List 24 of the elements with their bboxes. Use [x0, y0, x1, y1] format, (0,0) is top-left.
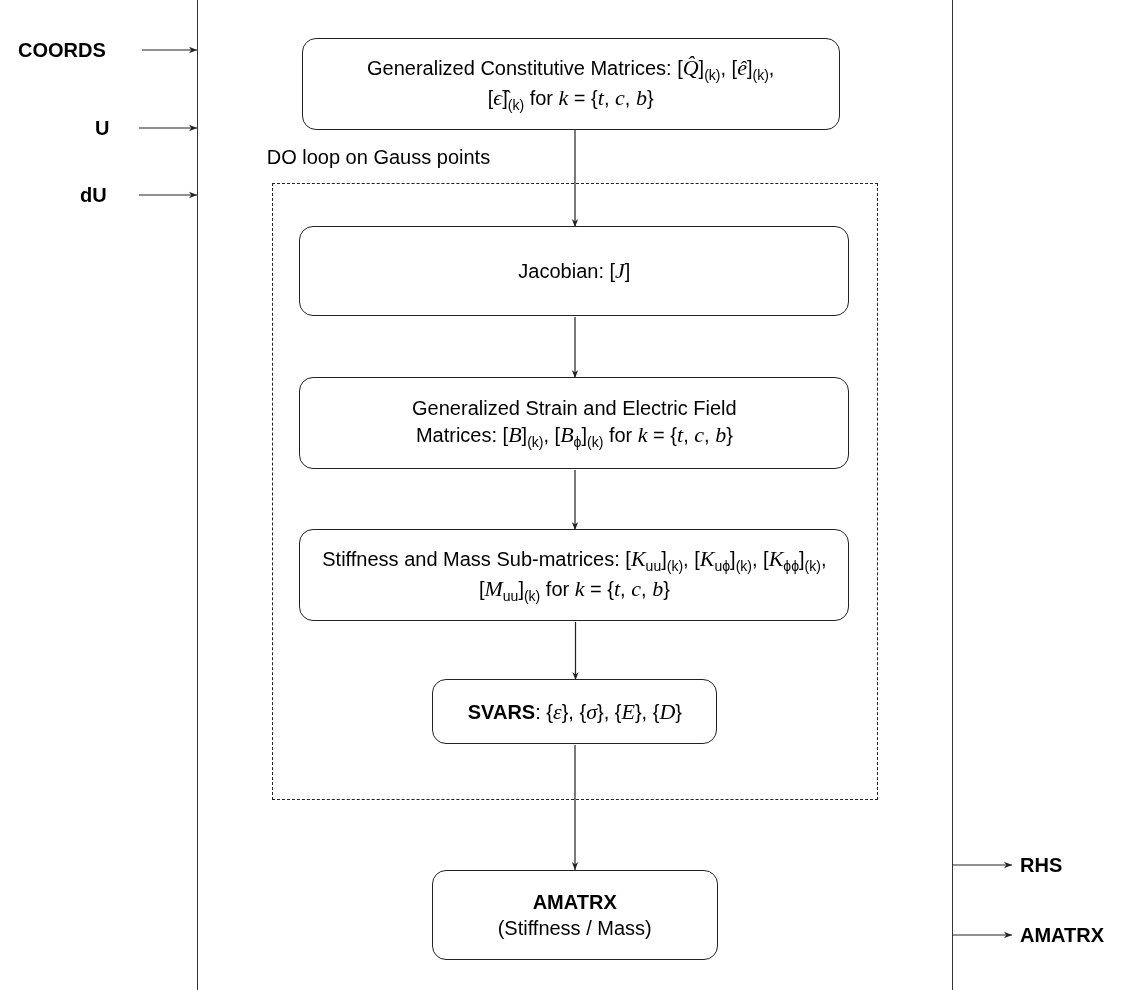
loop-label: DO loop on Gauss points	[266, 144, 491, 170]
arrow	[571, 129, 579, 228]
process-box: Generalized Strain and Electric Field Matrices: [B]$_{(k)}$, [B$_{ϕ}$]$_{(k)}$ for k = {t, c, b}	[299, 377, 850, 470]
process-box: Stiffness and Mass Sub-matrices: [K$_{uu}$]$_{(k)}$, [K$_{uϕ}$]$_{(k)}$, [K$_{ϕϕ}$]$_{(k)}$, [M$_{uu}$]$_{(k)}$ for k = {t, c, b}	[299, 529, 850, 622]
arrow	[572, 621, 579, 681]
arrow	[138, 124, 198, 132]
signal-label: U	[95, 112, 135, 144]
signal-label: RHS	[1020, 849, 1080, 881]
arrow	[571, 316, 579, 379]
process-box: SVARS: {ε}, {σ}, {E}, {D}	[432, 679, 718, 745]
signal-label: AMATRX	[1020, 919, 1138, 951]
signal-label: COORDS	[18, 34, 138, 66]
process-box: Jacobian: [J]	[299, 226, 850, 317]
subroutine-frame	[197, 0, 953, 990]
signal-label: dU	[80, 179, 135, 211]
arrow	[141, 46, 198, 54]
arrow	[952, 861, 1013, 869]
box-heading: AMATRX	[532, 889, 617, 915]
process-box	[431, 869, 718, 960]
arrow	[138, 191, 198, 199]
arrow	[952, 931, 1013, 939]
arrow	[571, 469, 579, 531]
box-text: (Stiffness / Mass)	[497, 915, 652, 941]
arrow	[571, 744, 579, 871]
